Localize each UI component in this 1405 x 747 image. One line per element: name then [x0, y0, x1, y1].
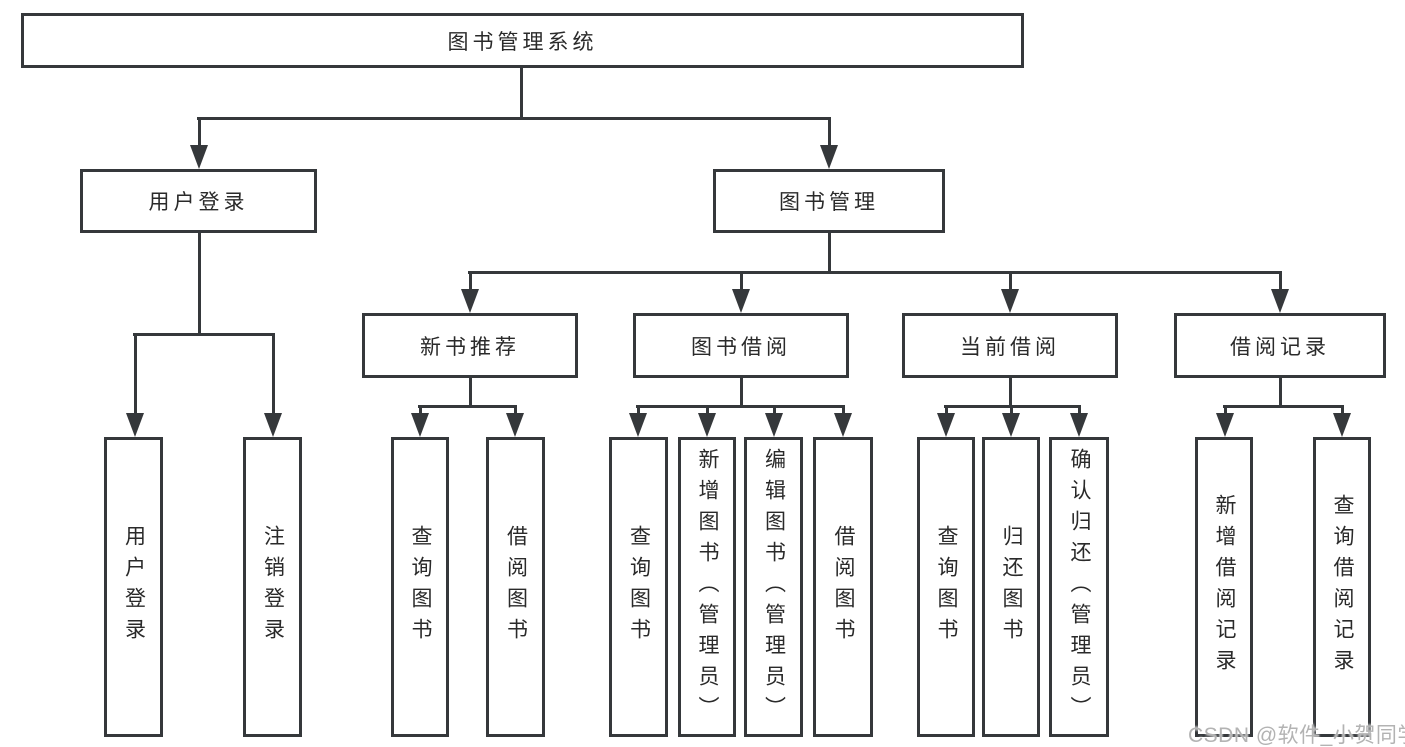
node-leaf-add-borrow-record: 新增借阅记录 — [1195, 437, 1253, 737]
node-leaf-add-book-admin-label: 新增图书（管理员） — [696, 447, 719, 727]
node-leaf-query-books-1: 查询图书 — [391, 437, 449, 737]
connector-line — [468, 272, 472, 297]
connector-line — [1008, 378, 1012, 408]
node-leaf-borrow-books-2: 借阅图书 — [813, 437, 873, 737]
arrowhead-down-icon — [1333, 413, 1351, 437]
connector-line — [197, 118, 201, 153]
connector-line — [519, 68, 523, 120]
arrowhead-down-icon — [1070, 413, 1088, 437]
node-borrowing-records-label: 借阅记录 — [1230, 335, 1330, 359]
node-leaf-return-books: 归还图书 — [982, 437, 1040, 737]
connector-line — [1008, 272, 1012, 297]
node-book-borrowing: 图书借阅 — [633, 313, 849, 378]
node-leaf-borrow-books-1-label: 借阅图书 — [504, 525, 528, 649]
node-leaf-query-books-3: 查询图书 — [917, 437, 975, 737]
node-user-login-label: 用户登录 — [148, 191, 249, 214]
arrowhead-down-icon — [1216, 413, 1234, 437]
connector-line — [1278, 272, 1282, 297]
node-leaf-query-borrow-record-label: 查询借阅记录 — [1331, 494, 1354, 680]
arrowhead-down-icon — [765, 413, 783, 437]
node-leaf-query-books-3-label: 查询图书 — [935, 525, 958, 649]
node-leaf-add-book-admin: 新增图书（管理员） — [678, 437, 736, 737]
node-leaf-add-borrow-record-label: 新增借阅记录 — [1213, 494, 1236, 680]
arrowhead-down-icon — [698, 413, 716, 437]
node-leaf-logout-label: 注销登录 — [261, 525, 285, 649]
node-book-management: 图书管理 — [713, 169, 945, 233]
arrowhead-down-icon — [629, 413, 647, 437]
connector-line — [739, 378, 743, 408]
connector-line — [468, 378, 472, 408]
node-leaf-user-login: 用户登录 — [104, 437, 163, 737]
node-current-borrowing: 当前借阅 — [902, 313, 1118, 378]
watermark: CSDN @软件_小贺同学 — [1188, 724, 1405, 747]
arrowhead-down-icon — [1271, 289, 1289, 313]
node-leaf-borrow-books-1: 借阅图书 — [486, 437, 545, 737]
arrowhead-down-icon — [1001, 289, 1019, 313]
node-book-management-label: 图书管理 — [779, 191, 879, 214]
node-leaf-query-books-1-label: 查询图书 — [409, 525, 432, 649]
connector-line — [827, 118, 831, 153]
arrowhead-down-icon — [820, 145, 838, 169]
node-leaf-query-books-2-label: 查询图书 — [627, 525, 651, 649]
arrowhead-down-icon — [190, 145, 208, 169]
connector-line — [944, 404, 1081, 408]
connector-line — [1278, 378, 1282, 408]
node-leaf-confirm-return-admin: 确认归还（管理员） — [1049, 437, 1109, 737]
connector-line — [418, 404, 517, 408]
node-new-book-recommendation: 新书推荐 — [362, 313, 578, 378]
node-leaf-return-books-label: 归还图书 — [1000, 525, 1023, 649]
connector-line — [636, 404, 845, 408]
connector-line — [1223, 404, 1344, 408]
node-borrowing-records: 借阅记录 — [1174, 313, 1386, 378]
arrowhead-down-icon — [461, 289, 479, 313]
node-book-management-system-label: 图书管理系统 — [447, 30, 598, 54]
arrowhead-down-icon — [506, 413, 524, 437]
node-user-login: 用户登录 — [80, 169, 317, 233]
node-leaf-user-login-label: 用户登录 — [122, 525, 146, 649]
node-leaf-edit-book-admin-label: 编辑图书（管理员） — [762, 447, 786, 727]
connector-line — [468, 270, 1282, 274]
node-leaf-query-borrow-record: 查询借阅记录 — [1313, 437, 1371, 737]
node-book-borrowing-label: 图书借阅 — [691, 335, 791, 359]
node-leaf-borrow-books-2-label: 借阅图书 — [832, 525, 855, 649]
connector-line — [197, 116, 831, 120]
node-leaf-edit-book-admin: 编辑图书（管理员） — [744, 437, 803, 737]
arrowhead-down-icon — [264, 413, 282, 437]
connector-line — [739, 272, 743, 297]
connector-line — [133, 332, 275, 336]
arrowhead-down-icon — [411, 413, 429, 437]
node-book-management-system: 图书管理系统 — [21, 13, 1024, 68]
arrowhead-down-icon — [126, 413, 144, 437]
arrowhead-down-icon — [1002, 413, 1020, 437]
arrowhead-down-icon — [937, 413, 955, 437]
node-leaf-confirm-return-admin-label: 确认归还（管理员） — [1068, 447, 1091, 727]
connector-line — [133, 334, 137, 421]
node-leaf-logout: 注销登录 — [243, 437, 302, 737]
node-leaf-query-books-2: 查询图书 — [609, 437, 668, 737]
arrowhead-down-icon — [834, 413, 852, 437]
connector-line — [827, 233, 831, 274]
node-current-borrowing-label: 当前借阅 — [960, 335, 1060, 359]
node-new-book-recommendation-label: 新书推荐 — [420, 335, 520, 359]
arrowhead-down-icon — [732, 289, 750, 313]
connector-line — [197, 233, 201, 336]
connector-line — [271, 334, 275, 421]
